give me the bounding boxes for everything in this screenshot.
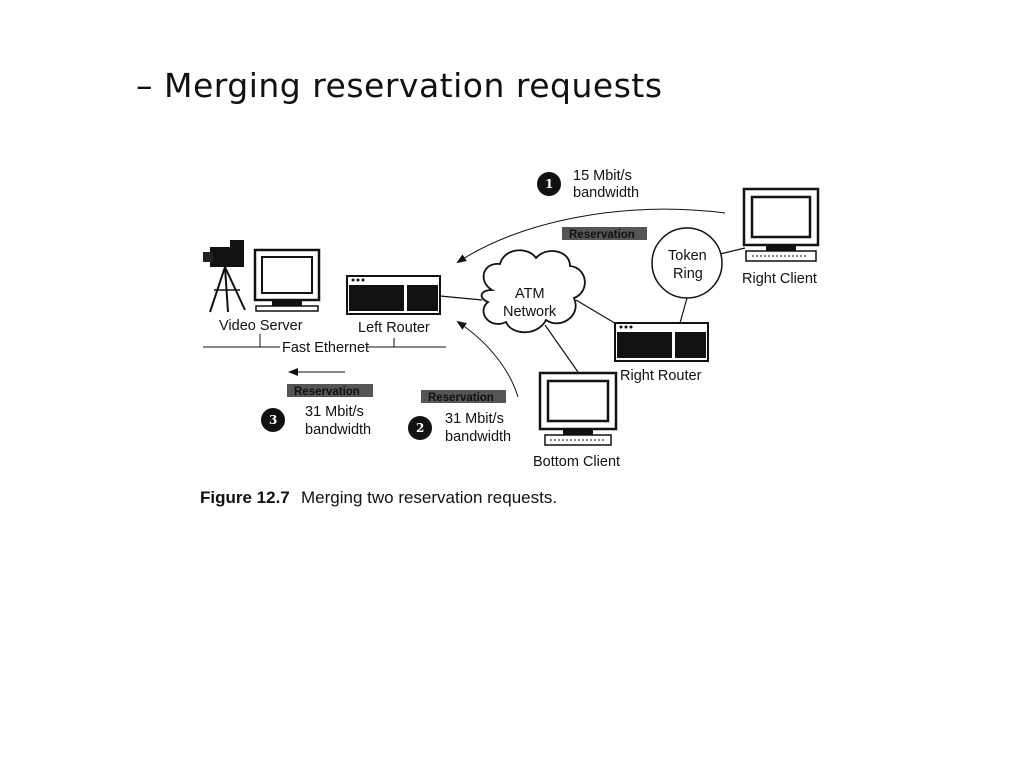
slide-title: – Merging reservation requests <box>136 66 663 105</box>
link-atm-bottom-client <box>544 324 579 373</box>
video-camera-icon <box>203 240 246 313</box>
step-3-badge-icon <box>261 408 285 432</box>
link-atm-right-router <box>575 299 619 326</box>
atm-network-label-line2: Network <box>503 304 557 320</box>
video-server-monitor-icon <box>253 248 321 312</box>
step-3-number: 3 <box>269 413 277 427</box>
step-3-rate: 31 Mbit/s <box>305 404 364 420</box>
right-client-label: Right Client <box>742 271 817 287</box>
arrow-step-2 <box>456 320 519 398</box>
atm-cloud-icon <box>480 249 586 334</box>
arrow-step-1 <box>456 208 726 264</box>
bottom-client-label: Bottom Client <box>533 454 620 470</box>
step-1-bandwidth: bandwidth <box>573 185 639 201</box>
step-1-reservation-text: Reservation <box>569 229 635 241</box>
token-ring-label-line1: Token <box>668 248 707 264</box>
step-2-badge-icon <box>408 416 432 440</box>
step-2-reservation-text: Reservation <box>428 392 494 404</box>
step-2-bandwidth: bandwidth <box>445 429 511 445</box>
token-ring-label-line2: Ring <box>673 266 703 282</box>
figure-caption-text: Merging two reservation requests. <box>301 488 557 507</box>
step-1-badge-icon <box>537 172 561 196</box>
step-1-rate: 15 Mbit/s <box>573 168 632 184</box>
bottom-client-monitor-icon <box>538 371 618 446</box>
step-3-reservation-tag <box>287 384 373 397</box>
token-ring-icon <box>651 227 723 299</box>
atm-network-label-line1: ATM <box>515 286 545 302</box>
step-2-reservation-tag <box>421 390 506 403</box>
step-3-bandwidth: bandwidth <box>305 422 371 438</box>
figure-caption-number: Figure 12.7 <box>200 488 290 507</box>
link-left-router-atm <box>439 295 483 301</box>
step-3-reservation-text: Reservation <box>294 386 360 398</box>
fast-ethernet-label: Fast Ethernet <box>282 340 369 356</box>
step-1-number: 1 <box>545 177 553 191</box>
step-2-number: 2 <box>416 421 424 435</box>
step-2-rate: 31 Mbit/s <box>445 411 504 427</box>
left-router-icon <box>346 275 441 315</box>
video-server-label: Video Server <box>219 318 303 334</box>
right-client-monitor-icon <box>742 187 820 262</box>
step-1-reservation-tag <box>562 227 647 240</box>
left-router-label: Left Router <box>358 320 430 336</box>
right-router-label: Right Router <box>620 368 702 384</box>
right-router-icon <box>614 322 709 362</box>
link-ring-right-router <box>679 297 688 324</box>
